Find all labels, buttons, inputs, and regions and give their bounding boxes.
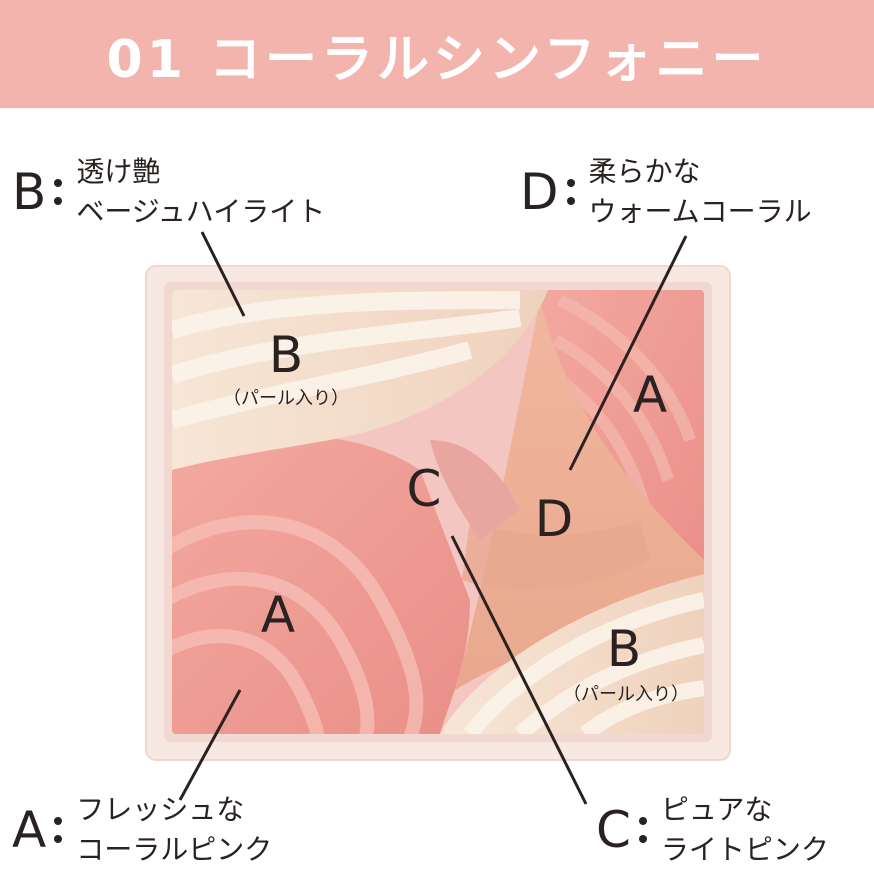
callout-d-line2: ウォームコーラル (588, 195, 812, 228)
shade-b-top-swirl (172, 291, 522, 429)
palette-label-b-top: B (268, 326, 304, 384)
palette-label-b-top-note: （パール入り） (223, 388, 349, 409)
header-banner (0, 0, 874, 108)
palette-label-b-bottom: B (606, 620, 642, 678)
callout-d-description: 柔らかな ウォームコーラル (589, 152, 812, 232)
callout-d: D 柔らかな ウォームコーラル (520, 152, 812, 232)
callout-b-line2: ベージュハイライト (76, 195, 326, 228)
callout-c: C ピュアな ライトピンク (596, 790, 829, 870)
leader-line-c (450, 535, 588, 805)
callout-a-description: フレッシュな コーラルピンク (76, 790, 272, 870)
callout-d-line1: 柔らかな (588, 155, 701, 188)
shade-b-bottom-swirl (463, 592, 704, 734)
palette-label-b-bottom-note: （パール入り） (563, 684, 689, 705)
callout-d-letter: D (520, 163, 559, 221)
header-title: 01 コーラルシンフォニー (106, 29, 768, 90)
callout-c-line1: ピュアな (660, 793, 773, 826)
shade-a-right-texture (552, 294, 696, 512)
callout-b-description: 透け艶 ベージュハイライト (76, 152, 325, 232)
callout-b-line1: 透け艶 (76, 155, 161, 188)
palette-label-a-right: A (632, 366, 668, 424)
palette-label-a-left: A (260, 586, 296, 644)
colon-icon (638, 817, 647, 843)
shade-a-left-texture (172, 515, 424, 734)
palette-label-d-center: D (534, 490, 574, 548)
callout-a-letter: A (12, 801, 47, 859)
leader-line-b (200, 231, 246, 317)
palette-label-c-center: C (406, 460, 442, 518)
colon-icon (54, 179, 63, 205)
colon-icon (54, 817, 63, 843)
callout-b-letter: B (12, 163, 47, 221)
leader-line-a (178, 689, 242, 801)
callout-a-line1: フレッシュな (76, 793, 245, 826)
callout-a: A フレッシュな コーラルピンク (12, 790, 272, 870)
shade-a-left-area (172, 436, 470, 734)
callout-c-line2: ライトピンク (660, 833, 829, 866)
callout-b: B 透け艶 ベージュハイライト (12, 152, 325, 232)
callout-c-description: ピュアな ライトピンク (661, 790, 829, 870)
leader-line-d (568, 235, 688, 471)
callout-a-line2: コーラルピンク (76, 833, 273, 866)
callout-c-letter: C (596, 801, 631, 859)
shade-c-wedge (430, 440, 520, 540)
colon-icon (566, 179, 575, 205)
shade-d-band (462, 520, 650, 591)
shade-d-area (455, 300, 704, 690)
